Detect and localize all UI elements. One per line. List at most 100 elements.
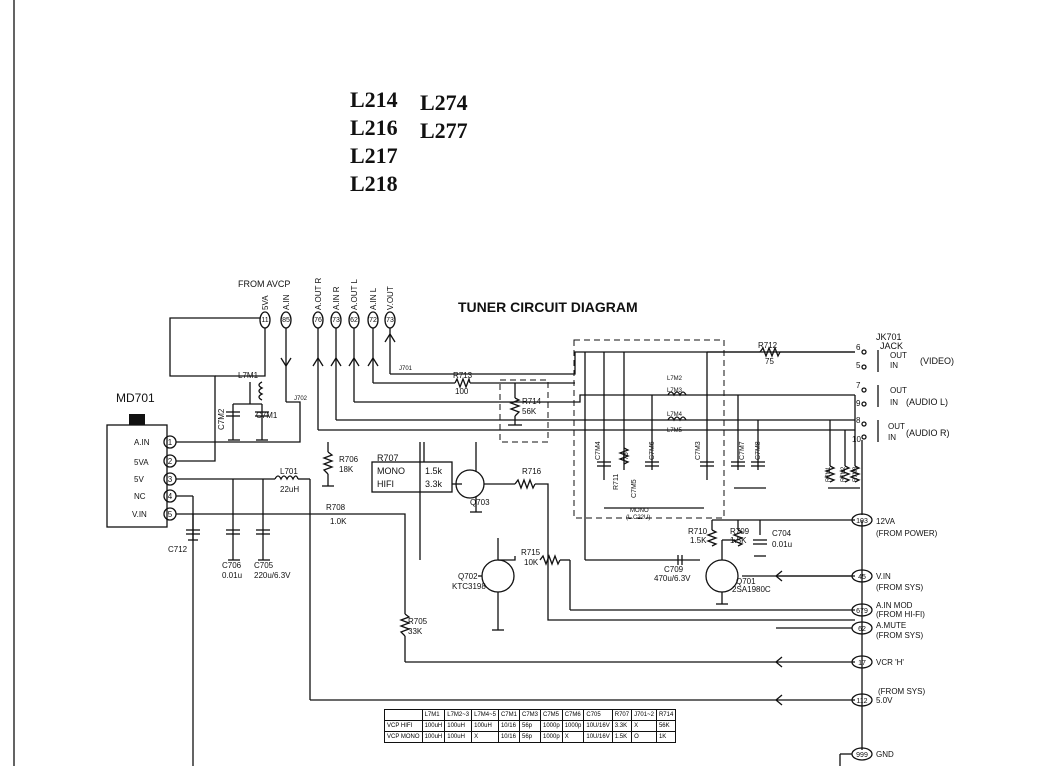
- top-connector-label: A.IN R: [332, 286, 341, 310]
- table-cell: X: [561, 731, 585, 743]
- table-header-row: L7M1 L7M2~3 L7M4~5 C7M1 C7M3 C7M5 C7M6 C…: [384, 709, 677, 721]
- md701-pin-number: 2: [168, 457, 173, 466]
- label-r712: R712: [758, 341, 778, 350]
- md701-pin-label: V.IN: [132, 510, 147, 519]
- table-cell: 1000p: [540, 731, 563, 743]
- jack-out: OUT: [890, 351, 907, 360]
- label-c7m4: C7M4: [595, 441, 602, 460]
- jack-pin: 6: [856, 343, 861, 352]
- jack-sub: JACK: [880, 341, 903, 351]
- right-connector-label: GND: [876, 750, 894, 759]
- jack-jk701: JK701 JACK 6 5 7 9 8 10 OUT IN (VIDEO) O…: [852, 332, 954, 444]
- top-connector-label: 5VA: [261, 295, 270, 310]
- jack-pin: 7: [856, 381, 861, 390]
- label-r709-value: 1.5K: [730, 536, 747, 545]
- label-q703: Q703: [470, 498, 490, 507]
- label-c709: C709: [664, 565, 684, 574]
- md701-name: MD701: [116, 391, 155, 405]
- label-r711: R711: [613, 474, 620, 490]
- right-connector-number: 112: [856, 698, 867, 705]
- label-l7m4: L7M4: [667, 412, 683, 418]
- model-number: L277: [420, 118, 468, 143]
- label-l7m5: L7M5: [667, 428, 683, 434]
- table-cell: 100uH: [471, 720, 499, 732]
- model-list-left: L214 L216 L217 L218: [350, 86, 398, 198]
- table-row: VCP MONO 100uH 100uH X 10/16 56p 1000p X…: [384, 731, 677, 743]
- label-r708-value: 1.0K: [330, 517, 347, 526]
- capacitor-symbols: [186, 411, 767, 565]
- label-r709: R709: [730, 527, 750, 536]
- right-connector-label: VCR 'H': [876, 658, 904, 667]
- label-c7m2: C7M2: [217, 408, 226, 430]
- jack-pin: 5: [856, 361, 861, 370]
- top-connector-label: A.OUT L: [350, 278, 359, 310]
- right-connector-sub: (FROM SYS): [876, 631, 923, 640]
- table-cell: 100uH: [421, 720, 446, 732]
- right-connector-number: 17: [858, 660, 866, 667]
- table-header-cell: R707: [611, 709, 633, 721]
- right-connector-label: 5.0V: [876, 696, 893, 705]
- table-cell: 10U/16V: [583, 731, 613, 743]
- jack-in: IN: [890, 361, 898, 370]
- right-connector-number: 999: [856, 752, 868, 759]
- top-connector-number: 11: [261, 317, 268, 324]
- top-connector-number: 62: [350, 317, 358, 324]
- table-cell: X: [631, 720, 657, 732]
- mono-note: MONO: [630, 508, 649, 514]
- md701-pin-label: 5V: [134, 475, 144, 484]
- table-header-cell: J701~2: [631, 709, 657, 721]
- right-connector-sub: (FROM SYS): [876, 583, 923, 592]
- label-c7m1: C7M1: [256, 411, 278, 420]
- label-c7m8: C7M8: [755, 441, 762, 460]
- label-r7n3: R7N3: [853, 466, 859, 482]
- label-q702-type: KTC3198: [452, 582, 486, 591]
- label-q702: Q702: [458, 572, 478, 581]
- label-r713: R713: [453, 371, 473, 380]
- label-q701: Q701: [736, 577, 756, 586]
- right-connector-number: 62: [858, 626, 866, 633]
- label-mono: MONO: [377, 466, 405, 476]
- label-j701: J701: [399, 366, 413, 372]
- md701-pin-number: 1: [168, 438, 173, 447]
- label-r710-value: 1.5K: [690, 536, 707, 545]
- label-c705: C705: [254, 561, 274, 570]
- top-connector-number: 72: [369, 317, 377, 324]
- label-r706: R706: [339, 455, 359, 464]
- table-header-cell: C7M3: [518, 709, 542, 721]
- label-c705-value: 220u/6.3V: [254, 571, 291, 580]
- table-cell: 100uH: [444, 720, 473, 732]
- md701-pin-label: NC: [134, 492, 146, 501]
- model-number: L218: [350, 171, 398, 196]
- label-r7n2: R7N2: [841, 466, 847, 482]
- md701-tab: [129, 414, 145, 425]
- right-connector-label: 12VA: [876, 517, 896, 526]
- right-connector-label: V.IN: [876, 572, 891, 581]
- label-l7m2: L7M2: [667, 376, 683, 382]
- top-connector-label: A.IN L: [369, 287, 378, 310]
- label-c7m3: C7M3: [695, 441, 702, 460]
- label-c7m7: C7M7: [739, 441, 746, 460]
- table-header-cell: L7M1: [421, 709, 446, 721]
- resistor-symbols: [322, 346, 861, 637]
- label-l7m3: L7M3: [667, 388, 683, 394]
- table-header-cell: C705: [583, 709, 613, 721]
- jack-in: IN: [890, 398, 898, 407]
- table-cell: X: [471, 731, 499, 743]
- table-cell: 56p: [518, 731, 542, 743]
- table-cell: 56p: [518, 720, 542, 732]
- jack-pin: 10: [852, 435, 861, 444]
- table-cell: 1000p: [540, 720, 563, 732]
- jack-pin: 8: [856, 416, 861, 425]
- label-c706-value: 0.01u: [222, 571, 242, 580]
- md701-pin-number: 4: [168, 492, 173, 501]
- filter-shield-zone: [573, 339, 725, 519]
- model-number: L214: [350, 87, 398, 112]
- component-spec-table: L7M1 L7M2~3 L7M4~5 C7M1 C7M3 C7M5 C7M6 C…: [384, 709, 677, 743]
- label-l701: L701: [280, 467, 298, 476]
- table-cell: 1.5K: [611, 731, 633, 743]
- r714-option-zone: [499, 379, 549, 443]
- label-r706-value: 18K: [339, 465, 354, 474]
- jack-label: (AUDIO L): [906, 397, 948, 407]
